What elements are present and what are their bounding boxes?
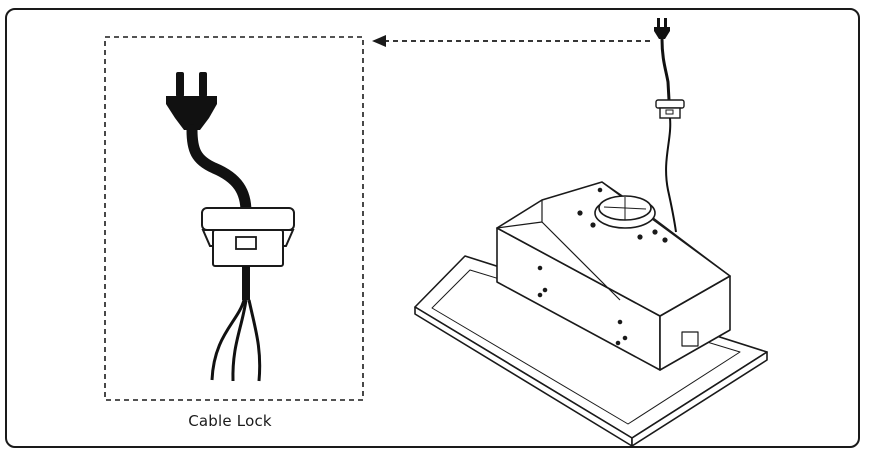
- small-cable-lock-icon: [655, 99, 685, 233]
- arrow-left-icon: [372, 35, 650, 47]
- cable-lock-caption: Cable Lock: [188, 412, 272, 430]
- cable-wires: [210, 266, 262, 382]
- detail-inset-box: [104, 36, 364, 401]
- range-hood-icon: [414, 181, 768, 447]
- small-plug-icon: [654, 18, 671, 101]
- cable-lock-icon: [201, 207, 295, 267]
- plug-icon: [166, 72, 252, 218]
